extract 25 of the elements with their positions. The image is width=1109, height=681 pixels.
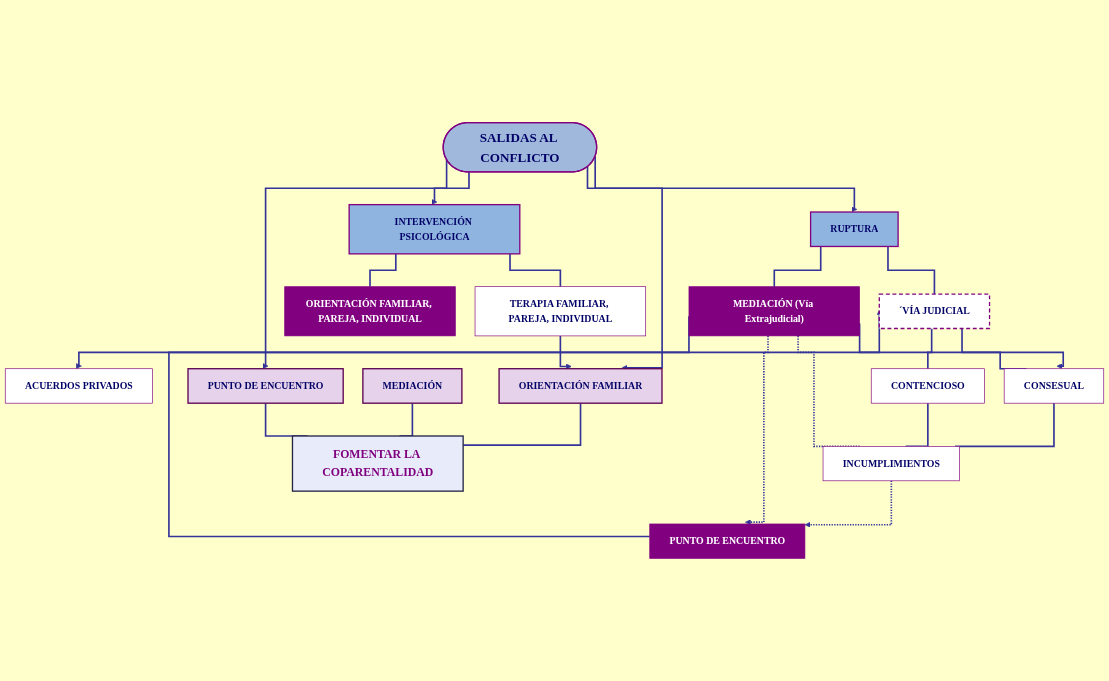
arrow	[586, 166, 663, 371]
node-box: ´VÍA JUDICIAL	[878, 293, 991, 330]
connector	[509, 253, 562, 288]
connector	[369, 253, 397, 288]
arrow	[431, 171, 470, 205]
node-box: INCUMPLIMIENTOS	[822, 446, 960, 482]
node-box: PUNTO DE ENCUENTRO	[187, 368, 344, 404]
node-box: ORIENTACIÓN FAMILIAR, PAREJA, INDIVIDUAL	[284, 286, 456, 337]
node-box: ACUERDOS PRIVADOS	[4, 368, 153, 404]
node-box: TERAPIA FAMILIAR, PAREJA, INDIVIDUAL	[474, 286, 647, 337]
node-box: PUNTO DE ENCUENTRO	[649, 523, 806, 559]
node-box: CONTENCIOSO	[870, 368, 985, 404]
node-box: INTERVENCIÓN PSICOLÓGICA	[348, 203, 521, 255]
connector	[773, 245, 822, 288]
connector	[887, 245, 936, 295]
node-box: MEDIACIÓN (Vía Extrajudicial)	[688, 286, 860, 337]
node-box: MEDIACIÓN	[362, 368, 463, 404]
node-box: CONSESUAL	[1003, 368, 1105, 404]
arrow	[559, 335, 572, 370]
node-box: RUPTURA	[809, 211, 899, 248]
connector	[927, 327, 933, 370]
arrow	[262, 158, 448, 369]
node-box: FOMENTAR LA COPARENTALIDAD	[291, 435, 464, 492]
arrow	[804, 480, 893, 528]
node-box: ORIENTACIÓN FAMILIAR	[498, 368, 663, 404]
